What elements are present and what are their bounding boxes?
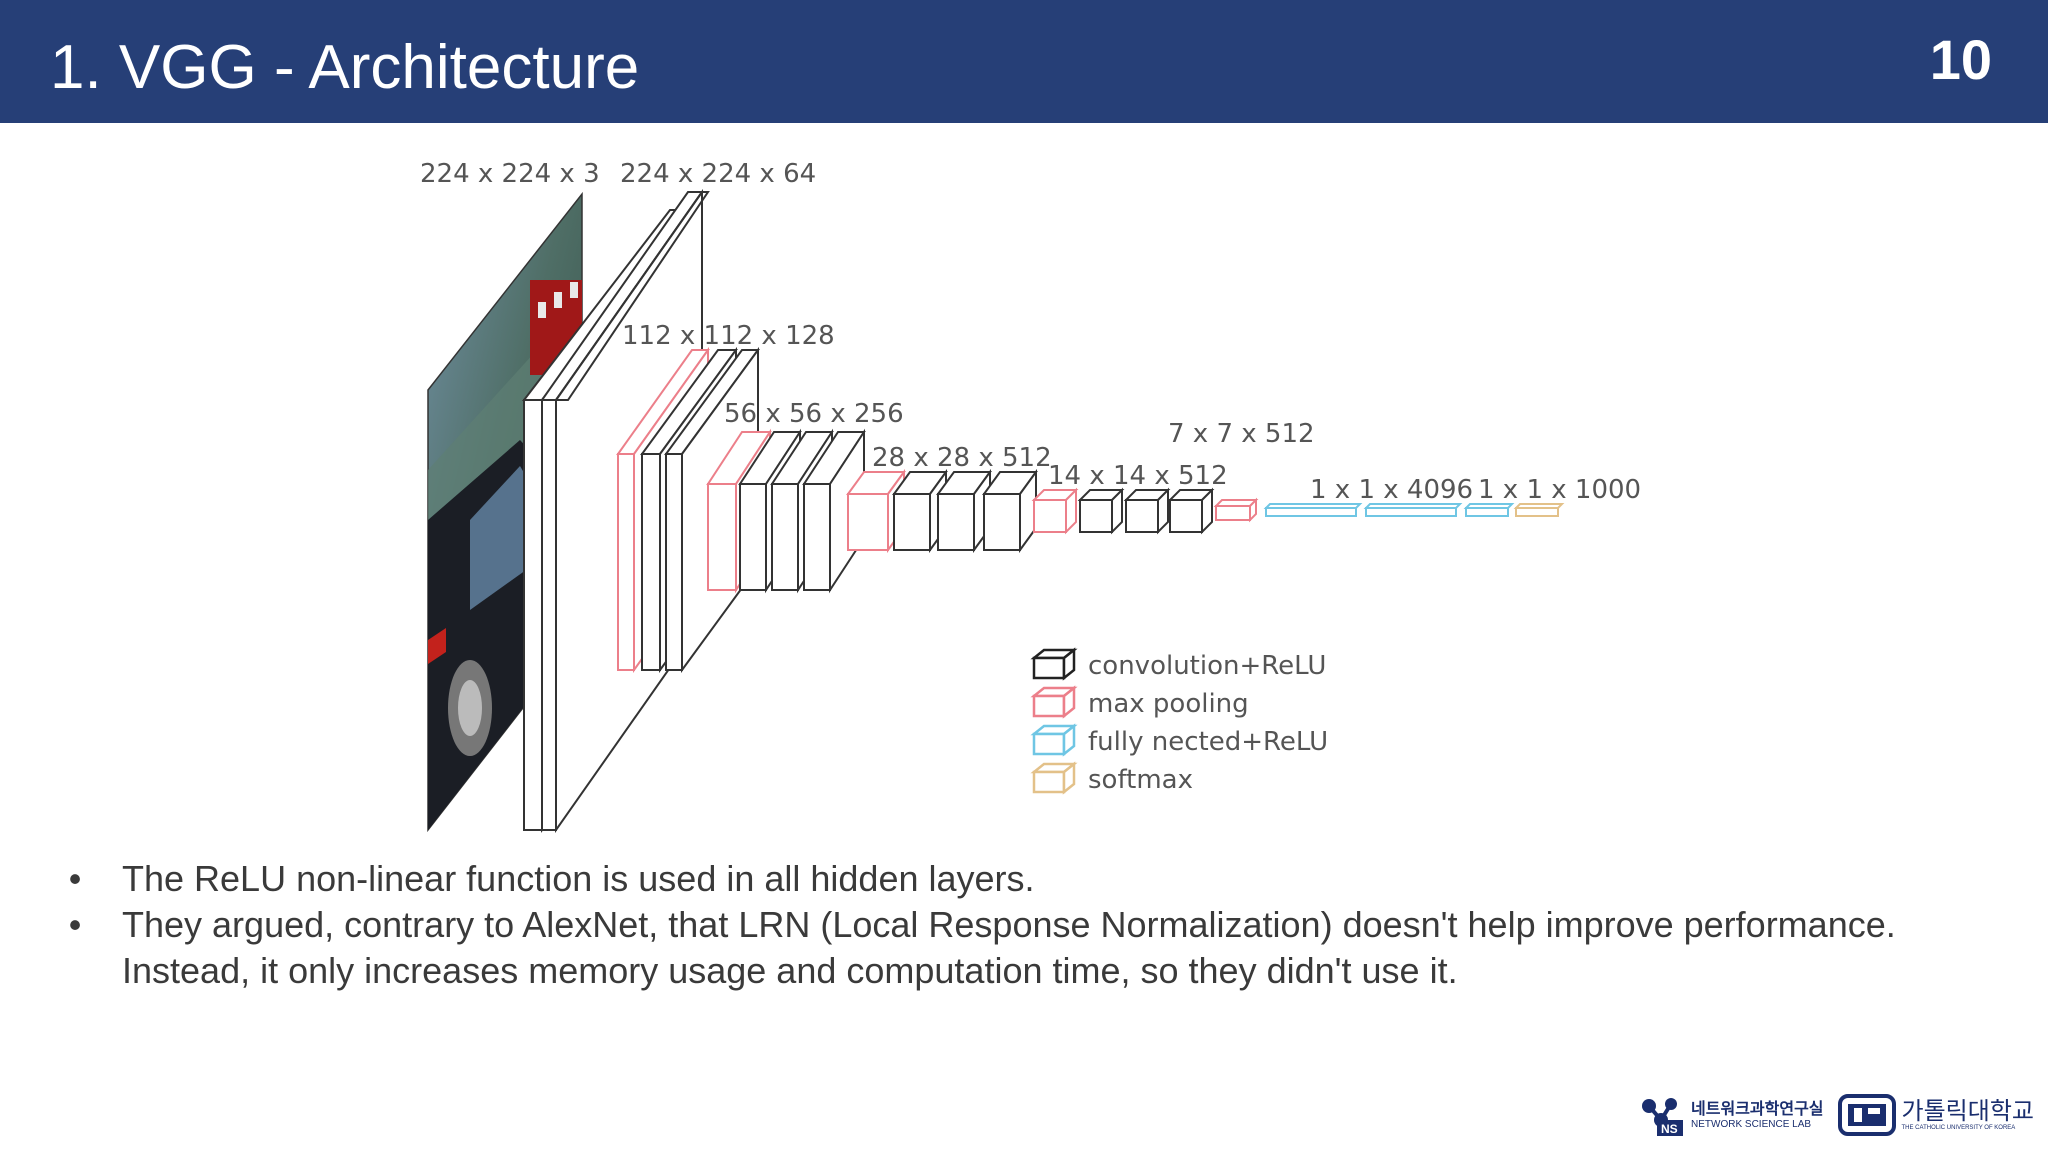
bullet-text: Instead, it only increases memory usage … [122, 950, 1458, 991]
bullet-text: The ReLU non-linear function is used in … [122, 858, 1035, 899]
university-emblem-icon [1837, 1094, 1896, 1136]
label-softmax: 1 x 1 x 1000 [1478, 475, 1641, 505]
slide-title: 1. VGG - Architecture [50, 33, 640, 102]
lab-name-korean: 네트워크과학연구실 [1691, 1098, 1824, 1118]
fc-cube-icon [1030, 723, 1078, 757]
pool-cube-icon [1030, 685, 1078, 719]
pool-layer [617, 453, 635, 671]
legend-item-fc: fully nected+ReLU [1030, 723, 1328, 757]
fc-layer [1265, 507, 1357, 517]
bullet-item: • They argued, contrary to AlexNet, that… [60, 902, 2020, 994]
conv-layer [665, 453, 683, 671]
network-science-lab-logo: NS 네트워크과학연구실 NETWORK SCIENCE LAB [1637, 1094, 1824, 1136]
label-block2: 112 x 112 x 128 [622, 321, 835, 351]
softmax-cube-icon [1030, 761, 1078, 795]
university-name-korean: 가톨릭대학교 [1901, 1097, 2034, 1125]
pool-layer [1033, 499, 1067, 533]
bullet-list: • The ReLU non-linear function is used i… [60, 856, 2020, 994]
conv-layer [1201, 487, 1213, 535]
label-block1: 224 x 224 x 64 [620, 159, 816, 189]
conv-layer [937, 493, 975, 551]
title-bar: 1. VGG - Architecture 10 [0, 0, 2048, 123]
conv-cube-icon [1030, 647, 1078, 681]
lab-name-english: NETWORK SCIENCE LAB [1691, 1118, 1812, 1130]
conv-layer [1125, 499, 1159, 533]
conv-layer [983, 493, 1021, 551]
legend-label: fully nected+ReLU [1088, 727, 1328, 757]
dimension-labels: 224 x 224 x 3 224 x 224 x 64 112 x 112 x… [420, 159, 1641, 505]
bullet-item: • The ReLU non-linear function is used i… [60, 856, 2020, 902]
legend-item-pool: max pooling [1030, 685, 1249, 719]
label-block3: 56 x 56 x 256 [724, 399, 904, 429]
conv-layer [541, 399, 557, 831]
legend: convolution+ReLU max pooling fully necte… [1030, 647, 1328, 795]
block4-layers [846, 468, 1038, 554]
label-block4: 28 x 28 x 512 [872, 443, 1052, 473]
label-pool5: 7 x 7 x 512 [1168, 419, 1315, 449]
label-fc: 1 x 1 x 4096 [1310, 475, 1473, 505]
conv-layer [1079, 499, 1113, 533]
block3-layers [706, 428, 866, 594]
pool5-layer [1213, 497, 1259, 523]
conv-layer [641, 453, 661, 671]
conv-layer [739, 483, 767, 591]
page-number: 10 [1929, 28, 1992, 91]
fc-layers [1263, 503, 1515, 517]
legend-item-softmax: softmax [1030, 761, 1193, 795]
university-name-english: THE CATHOLIC UNIVERSITY OF KOREA [1901, 1125, 2016, 1131]
conv-layer [554, 191, 710, 401]
pool-layer [847, 493, 889, 551]
conv-layer [1157, 487, 1169, 535]
pool-layer [707, 483, 737, 591]
conv-layer [893, 493, 931, 551]
label-input: 224 x 224 x 3 [420, 159, 600, 189]
fc-layer [1365, 507, 1457, 517]
pool-layer [1215, 505, 1251, 521]
legend-label: max pooling [1088, 689, 1249, 719]
conv-layer [523, 399, 543, 831]
catholic-university-logo: 가톨릭대학교 THE CATHOLIC UNIVERSITY OF KOREA [1837, 1094, 2034, 1136]
conv-layer [1169, 499, 1203, 533]
conv-layer [803, 483, 831, 591]
fc-layer [1465, 507, 1509, 517]
pool-layer [1065, 487, 1077, 535]
legend-label: convolution+ReLU [1088, 651, 1326, 681]
legend-item-conv: convolution+ReLU [1030, 647, 1326, 681]
softmax-layer [1513, 503, 1565, 517]
bullet-dot: • [68, 858, 82, 899]
bullet-dot: • [68, 904, 82, 945]
bullet-text: They argued, contrary to AlexNet, that L… [122, 904, 1896, 945]
conv-layer [771, 483, 799, 591]
network-lab-icon: NS [1642, 1098, 1684, 1136]
footer-logos: NS 네트워크과학연구실 NETWORK SCIENCE LAB 가톨릭대학교 … [1637, 1088, 2034, 1142]
block5-layers [1031, 487, 1215, 535]
legend-label: softmax [1088, 765, 1193, 795]
pool-layer [1249, 497, 1257, 523]
conv-layer [1111, 487, 1123, 535]
svg-text:NS: NS [1661, 1122, 1678, 1136]
label-block5: 14 x 14 x 512 [1048, 461, 1228, 491]
block2-layers [616, 346, 760, 674]
